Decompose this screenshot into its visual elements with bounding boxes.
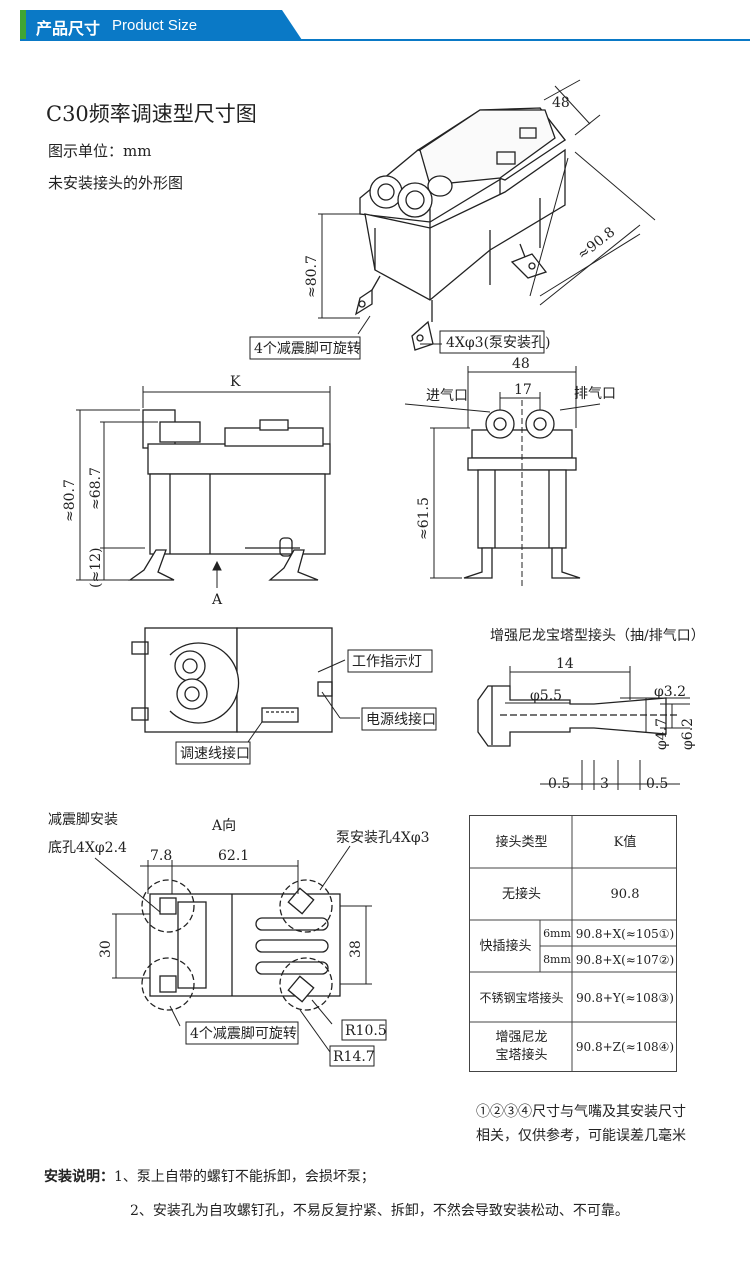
indicator-label: 工作指示灯 xyxy=(352,654,422,670)
header-title-cn: 产品尺寸 xyxy=(36,19,101,38)
side-view xyxy=(127,409,331,581)
table-row-k: 90.8+Y(≈108③) xyxy=(576,991,674,1005)
front-dim-48: 48 xyxy=(512,356,530,372)
table-sub-size: 8mm xyxy=(543,953,571,966)
side-dim-k: K xyxy=(230,374,241,390)
bottom-dim-62-1: 62.1 xyxy=(218,848,249,864)
iso-dim-80-7: ≈80.7 xyxy=(304,255,320,298)
side-dim-12: (≈12) xyxy=(88,548,104,588)
bottom-dim-30: 30 xyxy=(98,940,114,958)
outlet-label: 排气口 xyxy=(574,386,616,402)
bottom-view xyxy=(141,879,341,1011)
foot-hole-label-2: 底孔4Xφ2.4 xyxy=(48,840,127,856)
speed-port-label: 调速线接口 xyxy=(180,745,250,762)
table-row-k: 90.8 xyxy=(610,887,640,902)
bottom-dim-7-8: 7.8 xyxy=(150,848,172,864)
top-view xyxy=(131,627,333,733)
footnote-line-2: 相关，仅供参考，可能误差几毫米 xyxy=(476,1128,686,1144)
radius-14-7: R14.7 xyxy=(333,1049,375,1065)
bottom-dim-38: 38 xyxy=(348,940,364,958)
connector-d-3-2: φ3.2 xyxy=(654,684,686,700)
table-sub-size: 6mm xyxy=(543,927,571,940)
table-row-type: 无接头 xyxy=(501,887,541,902)
header-underline xyxy=(20,39,750,41)
table-row-type-line1: 增强尼龙 xyxy=(495,1030,548,1045)
table-row-k: 90.8+Z(≈108④) xyxy=(575,1040,675,1054)
shape-note: 未安装接头的外形图 xyxy=(48,174,184,192)
iso-feet-label: 4个减震脚可旋转 xyxy=(254,341,361,357)
section-header: 产品尺寸 Product Size xyxy=(0,10,750,41)
install-item-1: 1、泵上自带的螺钉不能拆卸，会损坏泵； xyxy=(114,1169,375,1185)
table-row-type: 快插接头 xyxy=(479,939,532,954)
diagram-title: C30频率调速型尺寸图 xyxy=(46,102,257,126)
power-port-label: 电源线接口 xyxy=(366,711,436,728)
table-row-type: 不锈钢宝塔接头 xyxy=(479,991,564,1005)
table-grid xyxy=(470,816,677,1071)
pump-hole-label: 泵安装孔4Xφ3 xyxy=(336,830,430,846)
label-boxes xyxy=(175,330,545,1067)
iso-view xyxy=(354,107,566,351)
connector-drawing xyxy=(477,685,680,747)
inlet-label: 进气口 xyxy=(426,388,468,404)
table-row-type-line2: 宝塔接头 xyxy=(495,1048,548,1063)
connector-len-14: 14 xyxy=(556,656,574,672)
front-dim-17: 17 xyxy=(514,382,532,398)
radius-10-5: R10.5 xyxy=(345,1023,387,1039)
header-bar xyxy=(20,10,302,40)
table-head-k: K值 xyxy=(613,834,637,850)
side-dim-68-7: ≈68.7 xyxy=(88,467,104,510)
table-row-type: 增强尼龙 宝塔接头 xyxy=(470,1023,573,1071)
side-dim-80-7: ≈80.7 xyxy=(62,479,78,522)
install-label: 安装说明： xyxy=(44,1169,114,1185)
side-view-arrow-label: A xyxy=(211,592,223,608)
foot-hole-label-1: 减震脚安装 xyxy=(48,812,118,828)
connector-dim-a: 0.5 xyxy=(548,776,570,792)
table-footnote: ①②③④尺寸与气嘴及其安装尺寸 相关，仅供参考，可能误差几毫米 xyxy=(476,1100,746,1148)
connector-title: 增强尼龙宝塔型接头（抽/排气口） xyxy=(490,627,705,644)
connector-dim-c: 0.5 xyxy=(646,776,668,792)
install-note-1: 安装说明：1、泵上自带的螺钉不能拆卸，会损坏泵； xyxy=(44,1166,375,1186)
connector-d-4-7: φ4.7 xyxy=(654,718,670,750)
table-sub-k: 90.8+X(≈107②) xyxy=(575,953,675,967)
connector-d-6-2: φ6.2 xyxy=(680,718,696,750)
header-title-en: Product Size xyxy=(112,17,198,34)
iso-dim-48: 48 xyxy=(552,95,570,111)
bottom-feet-label: 4个减震脚可旋转 xyxy=(190,1026,297,1042)
k-value-table: 接头类型 K值 无接头 90.8 快插接头 6mm 90.8+X(≈105①) … xyxy=(469,815,677,1072)
front-dim-61-5: ≈61.5 xyxy=(416,497,432,540)
table-sub-k: 90.8+X(≈105①) xyxy=(575,927,675,941)
header-accent xyxy=(20,10,26,40)
iso-dim-90-8: ≈90.8 xyxy=(575,224,619,263)
bottom-view-label: A向 xyxy=(211,818,236,834)
iso-hole-label: 4Xφ3(泵安装孔) xyxy=(446,335,551,351)
connector-dim-b: 3 xyxy=(600,776,609,792)
footnote-line-1: ①②③④尺寸与气嘴及其安装尺寸 xyxy=(476,1104,686,1120)
install-item-2: 2、安装孔为自攻螺钉孔，不易反复拧紧、拆卸，不然会导致安装松动、不可靠。 xyxy=(130,1203,629,1219)
table-head-type: 接头类型 xyxy=(495,834,548,850)
connector-d-5-5: φ5.5 xyxy=(530,688,562,704)
unit-note: 图示单位：mm xyxy=(48,142,152,160)
